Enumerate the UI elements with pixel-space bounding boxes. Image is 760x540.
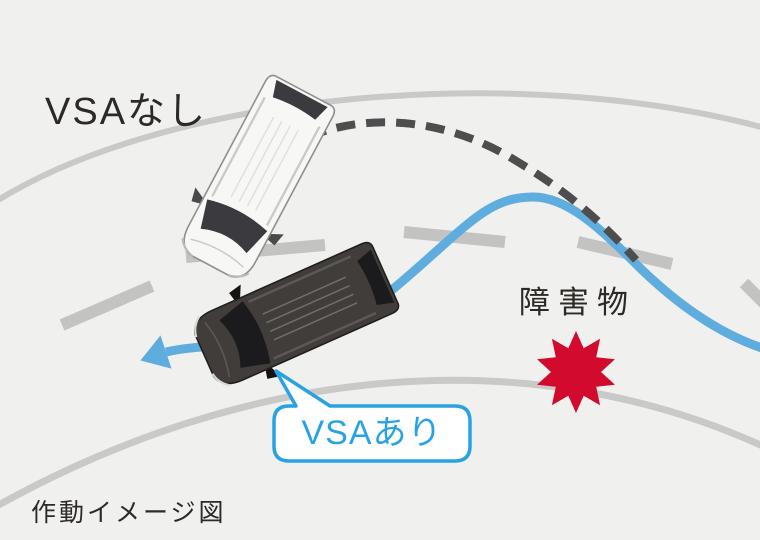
label-obstacle: 障害物 [519,285,636,320]
diagram-caption: 作動イメージ図 [31,499,227,527]
road-inner-edge [0,376,760,509]
burst-star-icon [537,331,615,413]
left-arrowhead-icon [140,335,172,369]
lane-marking-dash [739,278,760,308]
label-without-vsa: VSAなし [45,91,208,133]
speech-bubble-label: VSAあり [301,414,443,452]
speech-bubble [272,369,472,463]
road-outer-edge [0,90,760,203]
no-vsa-path-dashed-line [306,118,639,263]
lane-marking-dash [59,280,155,331]
